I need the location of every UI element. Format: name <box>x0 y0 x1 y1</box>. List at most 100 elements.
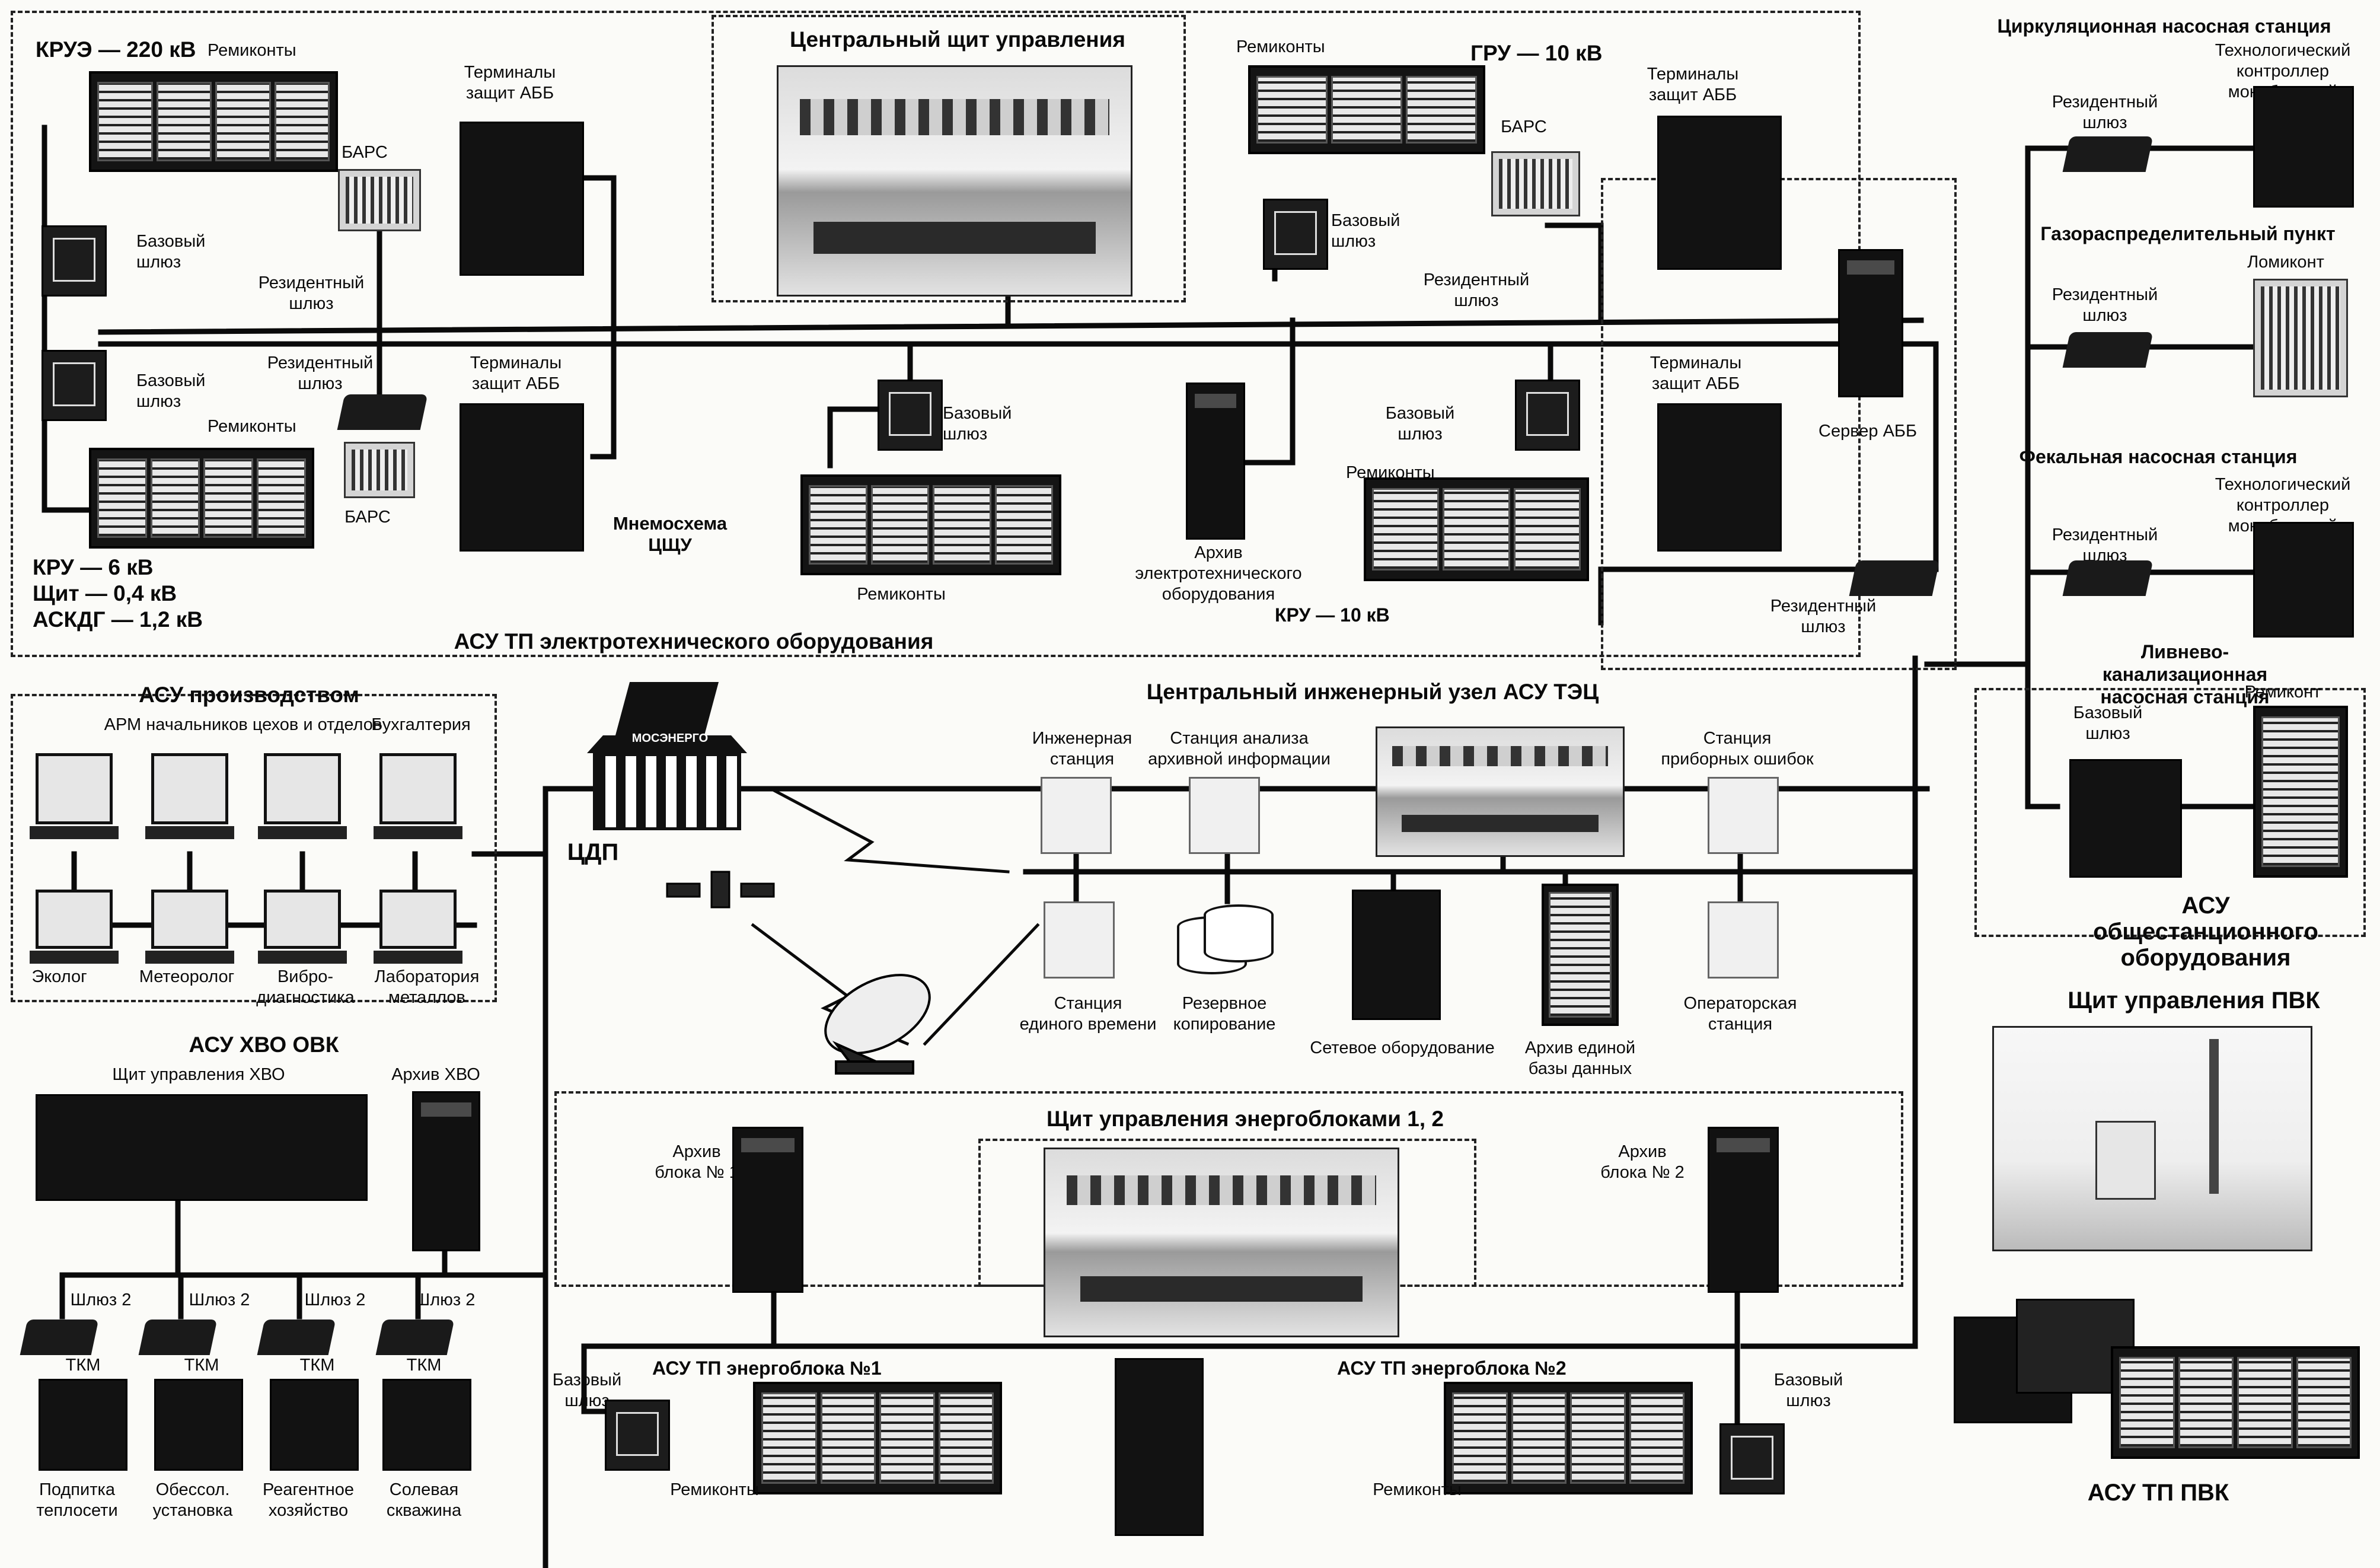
label-hvo-bottom-2: Обессол. установка <box>153 1480 233 1521</box>
bus-right <box>2028 148 2057 807</box>
base-gateway-tl1 <box>42 225 107 297</box>
label-hvo-gw-2: Шлюз 2 <box>189 1290 250 1311</box>
label-gas-rez: Резидентный шлюз <box>2052 285 2158 326</box>
hvo-gateway-1 <box>20 1320 99 1355</box>
photo-units-control <box>1044 1148 1399 1337</box>
bus-tl-left <box>44 128 89 510</box>
liv-remikont-panel <box>2253 706 2348 878</box>
pc-meteo[interactable] <box>151 890 228 949</box>
label-liv-remikont: Ремиконт <box>2245 682 2321 703</box>
hvo-panel <box>36 1094 368 1201</box>
label-liv-bazovy: Базовый шлюз <box>2073 703 2142 744</box>
satellite-dish-icon <box>812 959 942 1073</box>
label-hvo-gw-4: Шлюз 2 <box>414 1290 476 1311</box>
title-pvk-asu: АСУ ТП ПВК <box>2088 1480 2229 1506</box>
pc-operator[interactable] <box>1708 901 1779 979</box>
label-cirk-rez: Резидентный шлюз <box>2052 92 2158 133</box>
pc-arm-1[interactable] <box>36 753 113 824</box>
label-remikonty-center: Ремиконты <box>857 584 946 605</box>
tkm-cabinet-3 <box>270 1379 359 1471</box>
pc-arm-2[interactable] <box>151 753 228 824</box>
label-hvo-gw-3: Шлюз 2 <box>305 1290 366 1311</box>
label-krue: КРУЭ — 220 кВ <box>36 37 196 63</box>
archive-rack-unit2 <box>1708 1127 1779 1293</box>
mosenergo-building-icon <box>587 682 747 830</box>
bus-electro-upper <box>101 320 1921 332</box>
pc-inzh[interactable] <box>1041 777 1112 854</box>
pc-vremya[interactable] <box>1044 901 1115 979</box>
title-region-electro: АСУ ТП электротехнического оборудования <box>454 629 934 655</box>
label-remikonty-tr1: Ремиконты <box>1236 37 1325 58</box>
remikont-panel-center <box>800 474 1061 575</box>
base-gateway-tl2 <box>42 350 107 421</box>
label-bazovy-tr1: Базовый шлюз <box>1331 211 1400 252</box>
label-oshibok: Станция приборных ошибок <box>1661 728 1813 770</box>
satellite-icon <box>667 872 774 907</box>
photo-cshu <box>777 65 1132 297</box>
resident-gateway-fek <box>2063 560 2154 596</box>
pc-ecolog[interactable] <box>36 890 113 949</box>
hvo-gateway-2 <box>139 1320 218 1355</box>
photo-pvk <box>1992 1026 2312 1251</box>
hvo-gateway-3 <box>257 1320 336 1355</box>
pc-buh[interactable] <box>379 753 457 824</box>
label-bazovy-tr2: Базовый шлюз <box>1386 403 1454 445</box>
mosenergo-logo-icon <box>615 682 719 735</box>
label-rezident-tr2: Резидентный шлюз <box>1770 596 1876 638</box>
pc-vibro[interactable] <box>264 890 341 949</box>
label-bazovy-tl1: Базовый шлюз <box>136 231 205 273</box>
resident-gateway-cirk <box>2063 136 2154 172</box>
pc-lab[interactable] <box>379 890 457 949</box>
terminal-cabinet-tl1 <box>460 122 584 276</box>
label-arhiv-db: Архив единой базы данных <box>1525 1038 1635 1079</box>
radio-link-1 <box>771 789 1008 872</box>
label-gru: ГРУ — 10 кВ <box>1470 40 1602 66</box>
label-mosenergo: МОСЭНЕРГО <box>632 728 708 749</box>
label-tkm-1: ТКМ <box>66 1355 101 1376</box>
hvo-archive-rack <box>412 1091 480 1251</box>
base-gateway-unit1 <box>605 1400 670 1471</box>
pc-analiz[interactable] <box>1189 777 1260 854</box>
title-cirk: Циркуляционная насосная станция <box>1997 13 2331 39</box>
remikont-panel-unit2 <box>1444 1382 1693 1494</box>
title-asu-obsh: АСУ общестанционного оборудования <box>2093 893 2318 971</box>
unit-center-cabinet <box>1115 1358 1204 1536</box>
title-pvk: Щит управления ПВК <box>2068 987 2320 1014</box>
terminal-cabinet-tr1 <box>1657 116 1782 270</box>
lomikont-cabinet <box>2253 279 2348 397</box>
label-analiz: Станция анализа архивной информации <box>1148 728 1331 770</box>
label-hvo-bottom-1: Подпитка теплосети <box>36 1480 117 1521</box>
base-gateway-unit2 <box>1719 1423 1785 1494</box>
bars-device-tr <box>1491 151 1580 216</box>
label-kru10: КРУ — 10 кВ <box>1275 602 1390 628</box>
label-vremya: Станция единого времени <box>1020 993 1157 1035</box>
abb-server-rack <box>1838 249 1903 397</box>
label-prod-vibro: Вибро- диагностика <box>256 967 354 1008</box>
label-hvo-arhiv: Архив ХВО <box>391 1065 480 1085</box>
base-gateway-center <box>878 380 943 451</box>
controller-fek <box>2253 522 2354 638</box>
label-tkm-4: ТКМ <box>407 1355 442 1376</box>
pc-arm-3[interactable] <box>264 753 341 824</box>
label-asu-unit2: АСУ ТП энергоблока №2 <box>1337 1355 1567 1381</box>
label-bars-tl1: БАРС <box>342 142 388 163</box>
pc-oshibok[interactable] <box>1708 777 1779 854</box>
archive-rack-electro <box>1186 383 1245 540</box>
label-terminaly-tr2: Терминалы защит АББ <box>1650 353 1741 394</box>
label-arhiv1: Архив блока № 1 <box>655 1142 739 1183</box>
label-cdp: ЦДП <box>567 839 618 865</box>
label-tkm-2: ТКМ <box>184 1355 219 1376</box>
label-hvo-shchit: Щит управления ХВО <box>112 1065 285 1085</box>
label-prod-lab: Лаборатория металлов <box>375 967 480 1008</box>
remikont-panel-pvk <box>2111 1346 2360 1459</box>
backup-storage-icon <box>1177 904 1272 976</box>
label-hvo-gw-1: Шлюз 2 <box>71 1290 132 1311</box>
label-gas-ctrl: Ломиконт <box>2247 252 2324 273</box>
bars-device-tl1 <box>338 169 421 231</box>
title-central: Центральный инженерный узел АСУ ТЭЦ <box>1147 679 1599 705</box>
label-prod-meteo: Метеоролог <box>139 967 234 987</box>
terminal-cabinet-tl2 <box>460 403 584 552</box>
remikont-panel-tr2 <box>1364 477 1589 581</box>
label-buh: Бухгалтерия <box>371 715 471 735</box>
